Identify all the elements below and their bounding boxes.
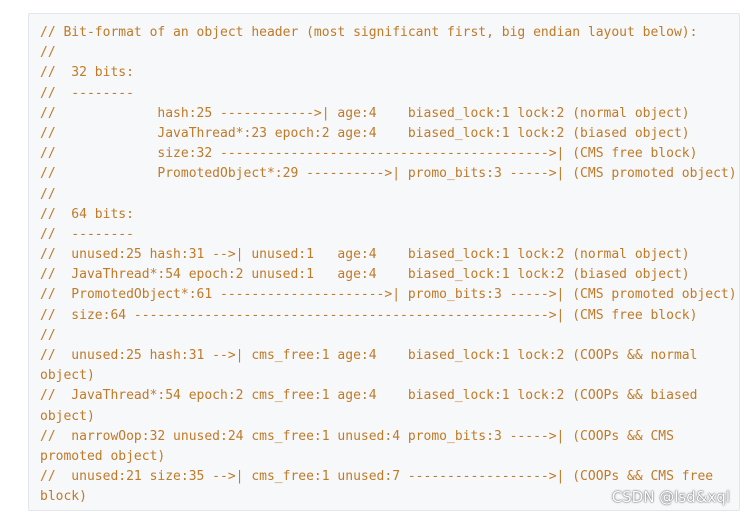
code-line: // size:64 -----------------------------… [40,307,698,323]
code-line: // 32 bits: [40,65,134,81]
code-line: promoted object) [40,448,166,464]
code-line: // unused:21 size:35 -->| cms_free:1 unu… [40,469,714,485]
code-line: object) [40,368,95,384]
code-line: // [40,186,56,202]
code-block: // Bit-format of an object header (most … [28,13,740,511]
code-line: // hash:25 ------------>| age:4 biased_l… [40,105,690,121]
code-line: block) [40,489,87,505]
code-line: // PromotedObject*:61 ------------------… [40,287,737,303]
code-line: // size:32 -----------------------------… [40,146,698,162]
code-line: // -------- [40,85,134,101]
code-line: // [40,45,56,61]
code-line: // 64 bits: [40,206,134,222]
code-line: // unused:25 hash:31 -->| cms_free:1 age… [40,348,698,363]
code-line: object) [40,408,95,424]
code-line: // JavaThread*:54 epoch:2 cms_free:1 age… [40,388,698,404]
code-line: // JavaThread*:54 epoch:2 unused:1 age:4… [40,267,690,283]
code-line: // -------- [40,226,134,242]
code-line: // unused:25 hash:31 -->| unused:1 age:4… [40,247,690,263]
code-line: // narrowOop:32 unused:24 cms_free:1 unu… [40,428,674,444]
code-line: // PromotedObject*:29 ---------->| promo… [40,166,737,182]
code-line: // [40,327,56,343]
watermark: CSDN @lsd&xql [611,488,730,506]
code-line: // JavaThread*:23 epoch:2 age:4 biased_l… [40,125,690,141]
code-line: // Bit-format of an object header (most … [40,25,698,40]
